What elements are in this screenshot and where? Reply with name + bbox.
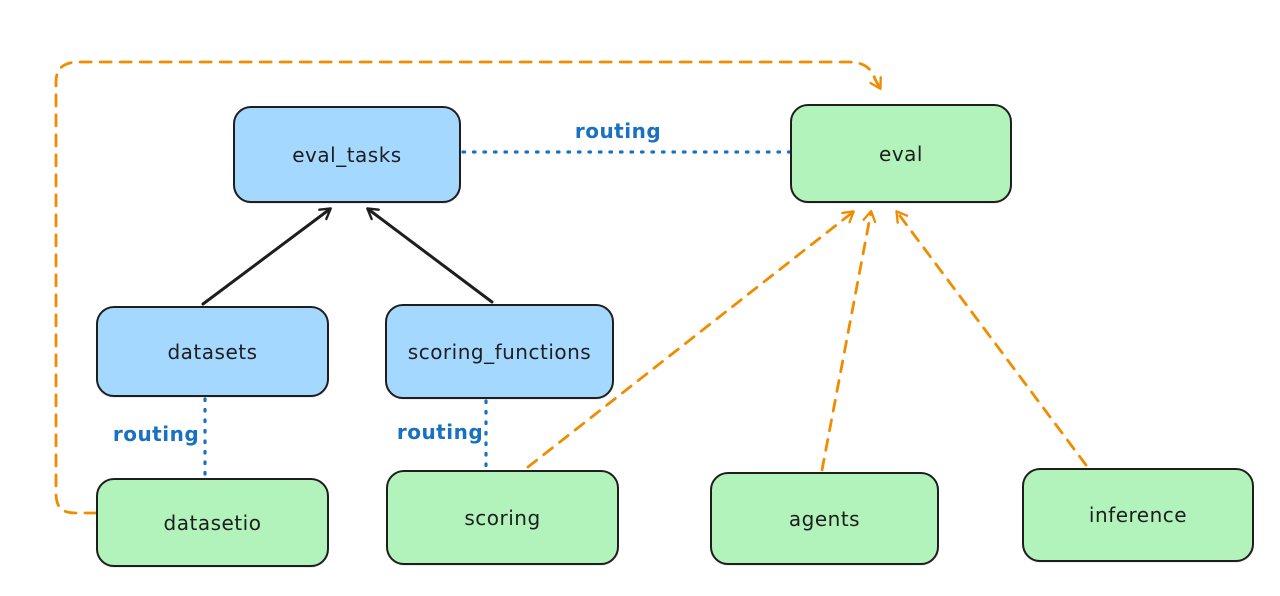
routing-label-eval-tasks-eval: routing xyxy=(574,119,662,143)
node-datasetio-label: datasetio xyxy=(163,510,262,535)
edge-datasets-to-eval-tasks xyxy=(201,207,332,306)
edge-datasetio-to-eval xyxy=(54,60,882,515)
routing-label-scoring-functions-scoring: routing xyxy=(396,420,484,444)
node-scoring-functions-label: scoring_functions xyxy=(407,339,592,364)
edge-scoring-functions-to-eval-tasks xyxy=(366,207,494,304)
edge-scoring-to-eval xyxy=(526,210,855,469)
node-scoring-label: scoring xyxy=(464,505,541,530)
node-datasets: datasets xyxy=(96,306,329,397)
node-scoring: scoring xyxy=(386,470,619,565)
routing-label-datasets-datasetio: routing xyxy=(112,422,200,446)
node-eval-tasks: eval_tasks xyxy=(233,106,461,203)
node-eval: eval xyxy=(790,104,1012,203)
node-datasets-label: datasets xyxy=(167,339,258,364)
node-datasetio: datasetio xyxy=(96,478,329,567)
node-inference-label: inference xyxy=(1088,503,1188,527)
edge-inference-to-eval xyxy=(895,210,1088,467)
node-agents-label: agents xyxy=(788,506,861,531)
node-inference: inference xyxy=(1022,468,1254,562)
node-scoring-functions: scoring_functions xyxy=(385,304,614,399)
node-eval-tasks-label: eval_tasks xyxy=(292,142,402,167)
node-agents: agents xyxy=(710,472,939,565)
node-eval-label: eval xyxy=(879,141,923,166)
edge-agents-to-eval xyxy=(820,209,877,472)
